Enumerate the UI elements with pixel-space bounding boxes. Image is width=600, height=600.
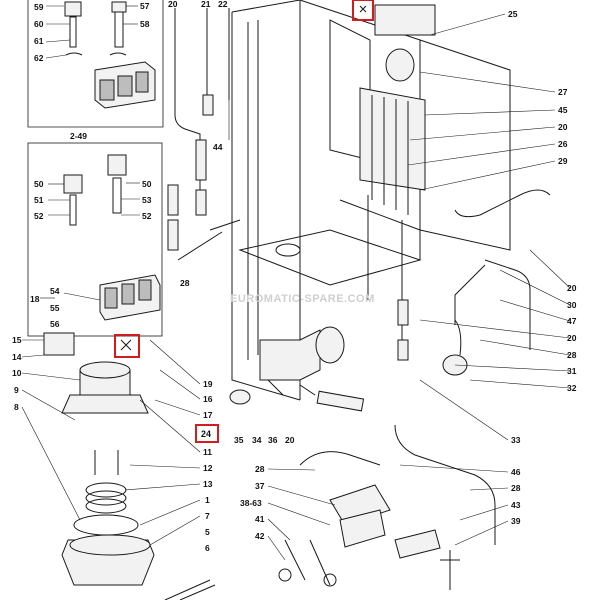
callout-10: 10 [12, 368, 22, 378]
screw-icon [120, 339, 132, 351]
callout-42: 42 [255, 531, 265, 541]
callout-25: 25 [508, 9, 518, 19]
callout-61: 61 [34, 36, 44, 46]
boiler-assembly [43, 332, 155, 586]
callout-37: 37 [255, 481, 265, 491]
supply-tubes [167, 8, 241, 261]
callout-53: 53 [142, 195, 152, 205]
callout-56: 56 [50, 319, 60, 329]
callout-14: 14 [12, 352, 22, 362]
callout-38-63: 38-63 [240, 498, 262, 508]
callout-5: 5 [205, 527, 210, 537]
callout-27: 27 [558, 87, 568, 97]
callout-28: 28 [511, 483, 521, 493]
water-tank-probes [359, 4, 436, 361]
machine-frame [231, 0, 511, 401]
bottom-fragments [164, 579, 216, 600]
callout-58: 58 [140, 19, 150, 29]
callout-52: 52 [34, 211, 44, 221]
callout-13: 13 [203, 479, 213, 489]
detail-box-valve-group-b: 2-49 [27, 131, 163, 337]
valve-group-b [40, 154, 161, 321]
watermark: EUROMATIC-SPARE.COM [230, 293, 375, 305]
callout-24: 24 [201, 429, 211, 439]
right-tube-assembly [442, 189, 551, 376]
callout-9: 9 [14, 385, 19, 395]
callout-30: 30 [567, 300, 577, 310]
callout-1: 1 [205, 495, 210, 505]
callout-45: 45 [558, 105, 568, 115]
callout-35: 35 [234, 435, 244, 445]
callout-20: 20 [567, 283, 577, 293]
callout-12: 12 [203, 463, 213, 473]
callout-28: 28 [567, 350, 577, 360]
callout-52: 52 [142, 211, 152, 221]
callout-44: 44 [213, 142, 223, 152]
callout-36: 36 [268, 435, 278, 445]
lower-pump-assembly [278, 424, 496, 590]
highlight-markers [114, 0, 374, 443]
callout-20: 20 [168, 0, 178, 9]
callout-57: 57 [140, 1, 150, 11]
callout-50: 50 [142, 179, 152, 189]
callout-43: 43 [511, 500, 521, 510]
callout-26: 26 [558, 139, 568, 149]
callout-11: 11 [203, 447, 212, 457]
callout-15: 15 [12, 335, 22, 345]
callout-17: 17 [203, 410, 213, 420]
valve-group-a [45, 1, 156, 109]
callout-60: 60 [34, 19, 44, 29]
callout-62: 62 [34, 53, 44, 63]
callout-numbers: 59 60 61 62 57 58 20 21 22 44 50 51 52 5… [12, 0, 577, 553]
screw-icon [359, 5, 367, 13]
callout-21: 21 [201, 0, 211, 9]
callout-51: 51 [34, 195, 44, 205]
callout-41: 41 [255, 514, 265, 524]
callout-34: 34 [252, 435, 262, 445]
callout-50: 50 [34, 179, 44, 189]
callout-28: 28 [180, 278, 190, 288]
callout-22: 22 [218, 0, 228, 9]
callout-19: 19 [203, 379, 213, 389]
highlight-box-left [114, 334, 140, 358]
callout-31: 31 [567, 366, 577, 376]
detail-box-valve-group-a [27, 0, 164, 128]
callout-20: 20 [285, 435, 295, 445]
callout-33: 33 [511, 435, 521, 445]
callout-47: 47 [567, 316, 577, 326]
callout-54: 54 [50, 286, 60, 296]
callout-20: 20 [558, 122, 568, 132]
pump-assembly [229, 326, 365, 412]
box-label-2-49: 2-49 [70, 131, 87, 141]
callout-20: 20 [567, 333, 577, 343]
callout-6: 6 [205, 543, 210, 553]
callout-16: 16 [203, 394, 213, 404]
callout-39: 39 [511, 516, 521, 526]
callout-8: 8 [14, 402, 19, 412]
callout-59: 59 [34, 2, 44, 12]
callout-18: 18 [30, 294, 40, 304]
callout-29: 29 [558, 156, 568, 166]
callout-46: 46 [511, 467, 521, 477]
callout-7: 7 [205, 511, 210, 521]
callout-28: 28 [255, 464, 265, 474]
highlight-label-24 [195, 424, 219, 443]
highlight-box-top [352, 0, 374, 21]
callout-32: 32 [567, 383, 577, 393]
callout-55: 55 [50, 303, 60, 313]
callout-leaders [21, 13, 571, 561]
